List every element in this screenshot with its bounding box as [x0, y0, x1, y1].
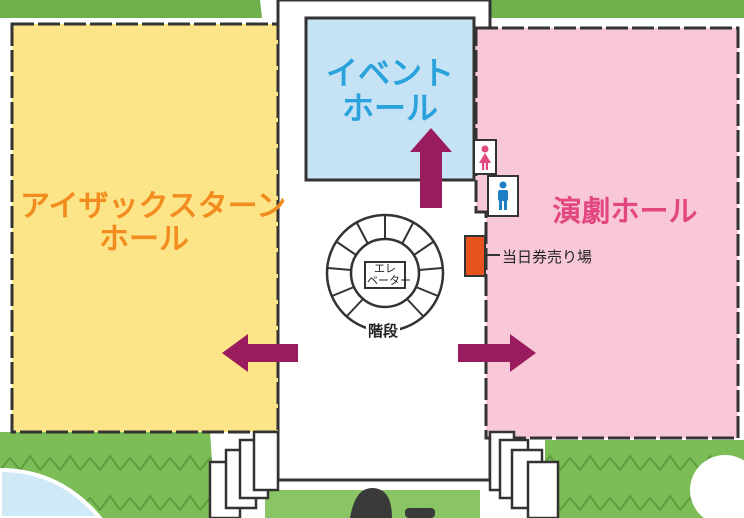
arrow-icon — [222, 334, 298, 372]
bottom-logo-shape — [350, 488, 392, 518]
grass-top-left — [0, 0, 262, 18]
isaac-stern-hall — [10, 22, 280, 434]
female-restroom-icon — [479, 145, 491, 170]
theater-hall — [474, 26, 740, 440]
elevator-label-line1: エレ — [374, 262, 396, 275]
event-hall — [304, 16, 476, 182]
elevator-label-line2: ベーター — [367, 274, 411, 288]
ticket-booth-label: 当日券売り場 — [502, 248, 593, 266]
entrance-steps-left — [208, 430, 280, 518]
male-restroom-icon — [498, 181, 508, 210]
isaac-stern-hall-label-line2: ホール — [99, 222, 189, 257]
isaac-stern-hall-label: アイザックスターン ホール — [20, 189, 287, 257]
ticket-booth — [464, 235, 486, 277]
event-hall-label: イベント ホール — [310, 54, 470, 128]
event-hall-label-line1: イベント — [325, 54, 454, 92]
entrance-steps-right — [488, 430, 560, 518]
arrow-icon — [458, 334, 536, 372]
grass-top-right — [470, 0, 744, 18]
arrow-icon — [410, 128, 452, 208]
bottom-logo-bar — [405, 508, 435, 518]
elevator-label: エレ ベーター — [367, 262, 411, 288]
isaac-stern-hall-label-line1: アイザックスターン — [20, 189, 287, 224]
event-hall-label-line2: ホール — [341, 89, 438, 128]
stairs-label: 階段 — [366, 320, 401, 341]
theater-hall-label: 演劇ホール — [552, 194, 698, 228]
cloud — [690, 455, 744, 518]
elevator-box — [364, 261, 406, 289]
